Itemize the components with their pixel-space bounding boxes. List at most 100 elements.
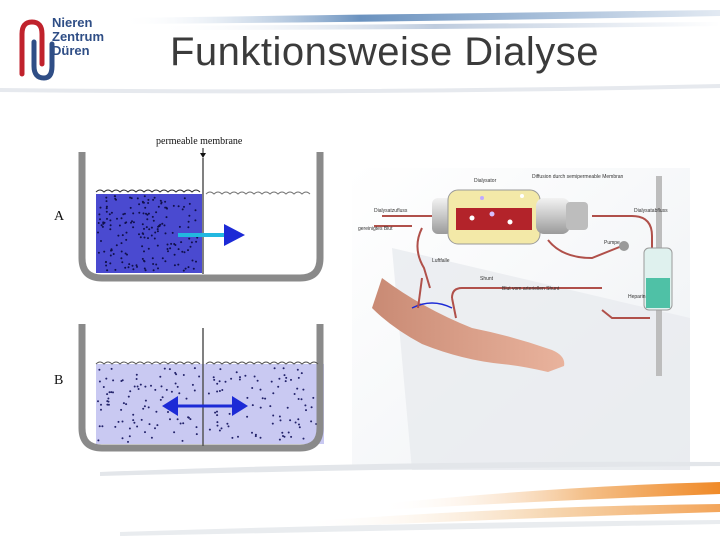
solute-particle xyxy=(104,261,107,264)
solute-particle xyxy=(141,257,144,260)
solute-particle xyxy=(114,195,117,198)
solute-particle xyxy=(182,374,185,376)
solute-particle xyxy=(129,390,132,393)
solute-particle xyxy=(103,250,106,253)
solute-particle xyxy=(147,247,150,250)
solute-particle xyxy=(152,219,155,222)
solute-particle xyxy=(187,220,190,223)
equilibrated-solution xyxy=(96,364,324,444)
solute-particle xyxy=(126,253,128,256)
solute-particle xyxy=(290,378,292,381)
solute-particle xyxy=(261,397,264,400)
solute-particle xyxy=(271,422,274,425)
solute-particle xyxy=(144,269,147,272)
solute-particle xyxy=(188,214,191,217)
solute-particle xyxy=(169,247,172,250)
solute-particle xyxy=(300,372,303,375)
solute-particle xyxy=(188,202,191,205)
solute-particle xyxy=(143,405,146,408)
solute-particle xyxy=(143,267,146,270)
solute-particle xyxy=(156,228,159,231)
solute-particle xyxy=(132,226,135,229)
water-surface-b xyxy=(95,361,319,365)
solute-particle xyxy=(114,268,117,271)
solute-particle xyxy=(108,213,111,216)
solute-particle xyxy=(147,237,149,240)
solute-particle xyxy=(100,240,102,242)
logo-line-2: Zentrum xyxy=(52,29,104,44)
panel-b-label: B xyxy=(54,373,63,388)
label-dialysat-in: Dialysatzufluss xyxy=(374,208,408,214)
solute-particle xyxy=(179,422,182,425)
solute-particle xyxy=(107,403,110,406)
solute-particle xyxy=(214,411,217,414)
solute-particle xyxy=(165,388,168,391)
solute-particle xyxy=(228,412,231,415)
solute-particle xyxy=(120,408,123,411)
solute-particle xyxy=(121,379,124,382)
solute-particle xyxy=(105,200,108,203)
solute-particle xyxy=(128,435,131,438)
solute-particle xyxy=(198,375,201,378)
solute-particle xyxy=(253,375,256,378)
solute-particle xyxy=(283,374,286,377)
solute-particle xyxy=(173,253,176,256)
solute-particle xyxy=(194,209,197,212)
solute-particle xyxy=(161,257,164,260)
solute-particle xyxy=(130,197,133,200)
solute-particle xyxy=(136,385,139,388)
water-surface-a xyxy=(205,191,311,195)
solute-particle xyxy=(296,368,299,371)
solute-particle xyxy=(109,254,112,257)
solute-particle xyxy=(297,376,300,379)
solute-particle xyxy=(148,228,151,231)
solute-particle xyxy=(132,212,135,215)
solute-particle xyxy=(114,197,117,200)
solute-particle xyxy=(297,418,300,421)
solute-particle xyxy=(135,373,138,376)
solute-particle xyxy=(144,385,147,388)
solute-particle xyxy=(285,376,288,379)
solute-particle xyxy=(106,393,109,396)
solute-particle xyxy=(302,437,305,440)
solute-particle xyxy=(194,219,197,222)
solute-particle xyxy=(216,390,219,393)
solute-particle xyxy=(102,386,105,388)
solute-particle xyxy=(130,221,132,224)
page-title: Funktionsweise Dialyse xyxy=(170,30,599,74)
solute-particle xyxy=(106,403,109,406)
solute-particle xyxy=(129,206,132,209)
solute-particle xyxy=(190,241,193,244)
solute-particle xyxy=(246,415,249,418)
solute-particle xyxy=(188,237,191,240)
solute-particle xyxy=(281,431,284,434)
solute-particle xyxy=(251,404,254,407)
solute-particle xyxy=(270,380,273,383)
solute-particles-a xyxy=(97,195,199,272)
solute-particle xyxy=(302,388,305,391)
solute-particle xyxy=(128,263,131,266)
panel-b: B xyxy=(54,324,324,452)
solute-particle xyxy=(127,395,130,398)
beaker-a xyxy=(78,152,324,282)
solute-particle xyxy=(169,418,171,421)
solute-particle xyxy=(141,232,144,235)
solute-particle xyxy=(157,267,159,270)
solute-particle xyxy=(279,419,282,422)
label-dialysator: Dialysator xyxy=(474,178,497,184)
solute-particle xyxy=(143,227,145,230)
solute-particle xyxy=(135,378,138,380)
solute-particle xyxy=(137,388,140,390)
solute-particle xyxy=(172,204,175,207)
solute-particle xyxy=(145,226,148,229)
label-pumpe: Pumpe xyxy=(604,240,620,246)
solute-particle xyxy=(146,218,149,221)
solute-particle xyxy=(132,419,135,422)
solute-particle xyxy=(183,251,186,254)
solute-particle xyxy=(154,427,156,430)
solute-particle xyxy=(142,201,144,204)
solute-particle xyxy=(161,396,164,399)
solute-particle xyxy=(97,400,99,403)
solute-particle xyxy=(164,260,167,263)
solute-particle xyxy=(189,418,192,421)
